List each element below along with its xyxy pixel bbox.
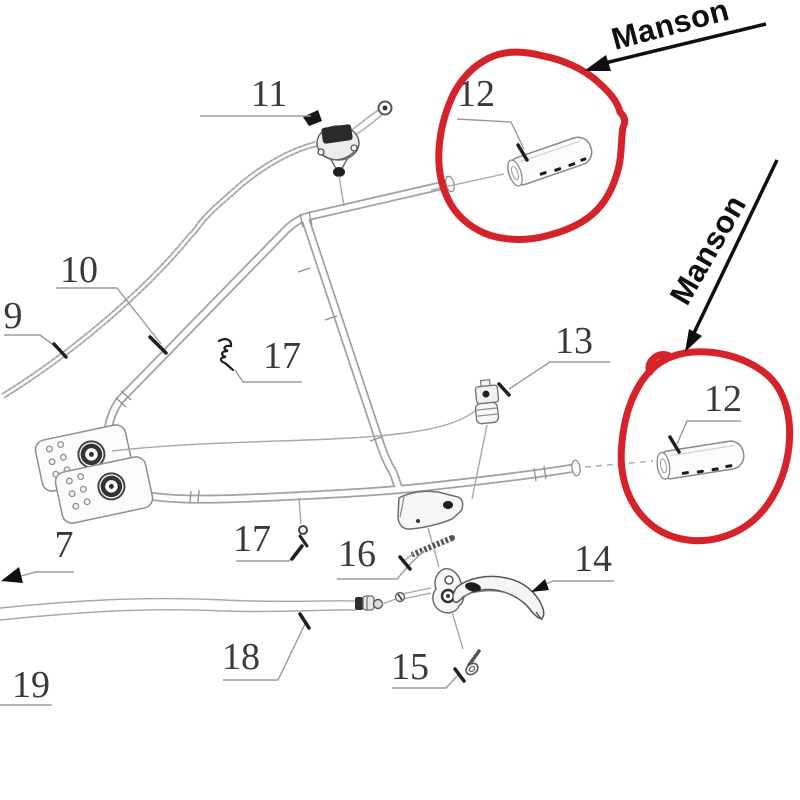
- lever-assembly: [394, 490, 545, 676]
- lever-screw-head: [465, 662, 479, 676]
- bolt-hole: [59, 453, 67, 461]
- bolt-hole: [83, 498, 91, 506]
- bolt-hole: [48, 458, 56, 466]
- part-label-19: 19: [12, 664, 50, 706]
- tube-open-end-bottom: [571, 459, 581, 477]
- grip-vent: [539, 171, 547, 176]
- manson-arrowhead-top-icon: [584, 55, 611, 71]
- part-label-9: 9: [4, 295, 23, 337]
- manson-arrow-right: [692, 159, 779, 334]
- part-label-14: 14: [574, 538, 612, 580]
- fastener-17-upper: [217, 338, 235, 372]
- arrow-14-icon: [531, 579, 549, 592]
- cable-guide-clamp: [111, 378, 500, 500]
- leader-15: [392, 672, 461, 689]
- leader-12-top: [456, 118, 525, 150]
- grommet-center: [108, 483, 114, 489]
- part-label-12-bottom: 12: [704, 378, 742, 420]
- arrow-7-icon: [1, 567, 23, 583]
- leader-lines: [0, 115, 741, 706]
- cable-adjuster-barrel: [362, 595, 375, 611]
- highlight-circle-bottom-tail: [645, 351, 675, 376]
- leader-18: [223, 621, 307, 681]
- bolt-hole: [72, 502, 80, 510]
- lever-screw: [467, 649, 481, 667]
- manson-arrowhead-right-icon: [685, 329, 702, 352]
- leader-7: [20, 571, 74, 577]
- manson-arrow-top: [604, 22, 767, 65]
- leader-13: [508, 361, 610, 390]
- highlight-circle-bottom: [617, 348, 794, 545]
- handlebar-left-top-tube: [103, 179, 454, 435]
- fastener-17-lower: [298, 497, 309, 548]
- throttle-control-assembly: [303, 100, 393, 207]
- tube-section-marks: [115, 211, 547, 504]
- leader-17-upper: [234, 369, 302, 383]
- manson-annotation-top: Manson: [584, 0, 767, 71]
- bolt-hole: [45, 445, 53, 453]
- throttle-cable: [1, 141, 317, 399]
- part-labels: 11 12 10 9 7 17 17 16 13 14 15 18 19 12: [4, 73, 743, 706]
- part-label-15: 15: [391, 646, 429, 688]
- handlebar-frame: [103, 175, 581, 504]
- manson-text-right: Manson: [663, 189, 753, 311]
- bolt-hole: [79, 485, 87, 493]
- grip-vent: [568, 162, 576, 167]
- part-label-17-lower: 17: [233, 518, 271, 560]
- manson-annotation-right: Manson: [663, 159, 779, 352]
- handle-grip-bottom: [584, 440, 745, 480]
- part-label-17-upper: 17: [263, 335, 301, 377]
- lower-control-cable: [0, 595, 397, 621]
- highlight-circle-top: [435, 48, 629, 243]
- grip-vent: [725, 464, 733, 468]
- throttle-lever: [303, 110, 322, 126]
- throttle-lever-blade: [452, 575, 545, 620]
- mount-bracket-cluster: [34, 424, 154, 524]
- part-label-7: 7: [55, 524, 74, 566]
- grommet-center: [88, 451, 94, 457]
- cable-adjuster-dark: [355, 597, 363, 610]
- grip-vent: [554, 167, 562, 172]
- bolt-hole: [65, 477, 73, 485]
- grip-vent: [696, 469, 704, 474]
- handle-grip-top: [430, 136, 593, 191]
- bolt-hole: [57, 441, 65, 449]
- bolt-hole: [68, 490, 76, 498]
- part-label-16: 16: [338, 533, 376, 575]
- tension-spring: [411, 535, 455, 557]
- highlight-circles: [435, 48, 794, 545]
- leader-10: [56, 287, 162, 345]
- part-label-11: 11: [251, 73, 288, 115]
- clamp-lower-sleeve: [474, 401, 500, 425]
- grip-vent: [681, 471, 689, 475]
- grommet-ring: [80, 443, 103, 466]
- part-label-10: 10: [60, 249, 98, 291]
- grip-vent: [711, 467, 719, 472]
- part-label-13: 13: [555, 320, 593, 362]
- leader-12-bottom: [676, 420, 741, 445]
- leader-9: [4, 334, 60, 350]
- grommet-ring: [100, 475, 123, 498]
- leader-16: [337, 550, 425, 580]
- throttle-knob: [333, 167, 345, 177]
- lever-mount-bracket: [397, 490, 464, 530]
- leader-14: [545, 580, 614, 585]
- grip-vent: [580, 157, 587, 162]
- bolt-hole: [77, 473, 85, 481]
- part-label-18: 18: [222, 636, 260, 678]
